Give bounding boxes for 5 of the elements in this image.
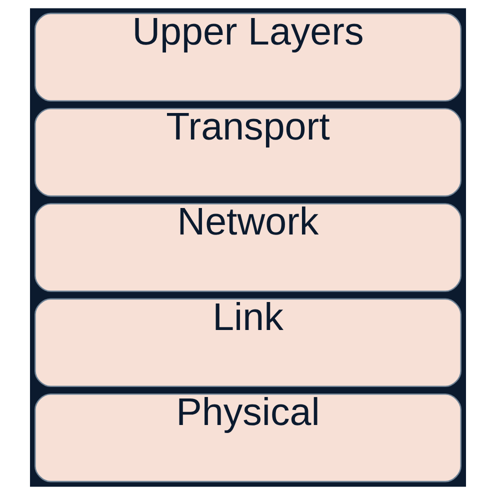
node-box: Physical bbox=[34, 393, 461, 482]
node-box: Link bbox=[34, 298, 461, 388]
node-box: Upper Layers bbox=[34, 12, 461, 102]
node-box: Transport bbox=[34, 108, 461, 197]
node-box: Network bbox=[34, 203, 461, 292]
